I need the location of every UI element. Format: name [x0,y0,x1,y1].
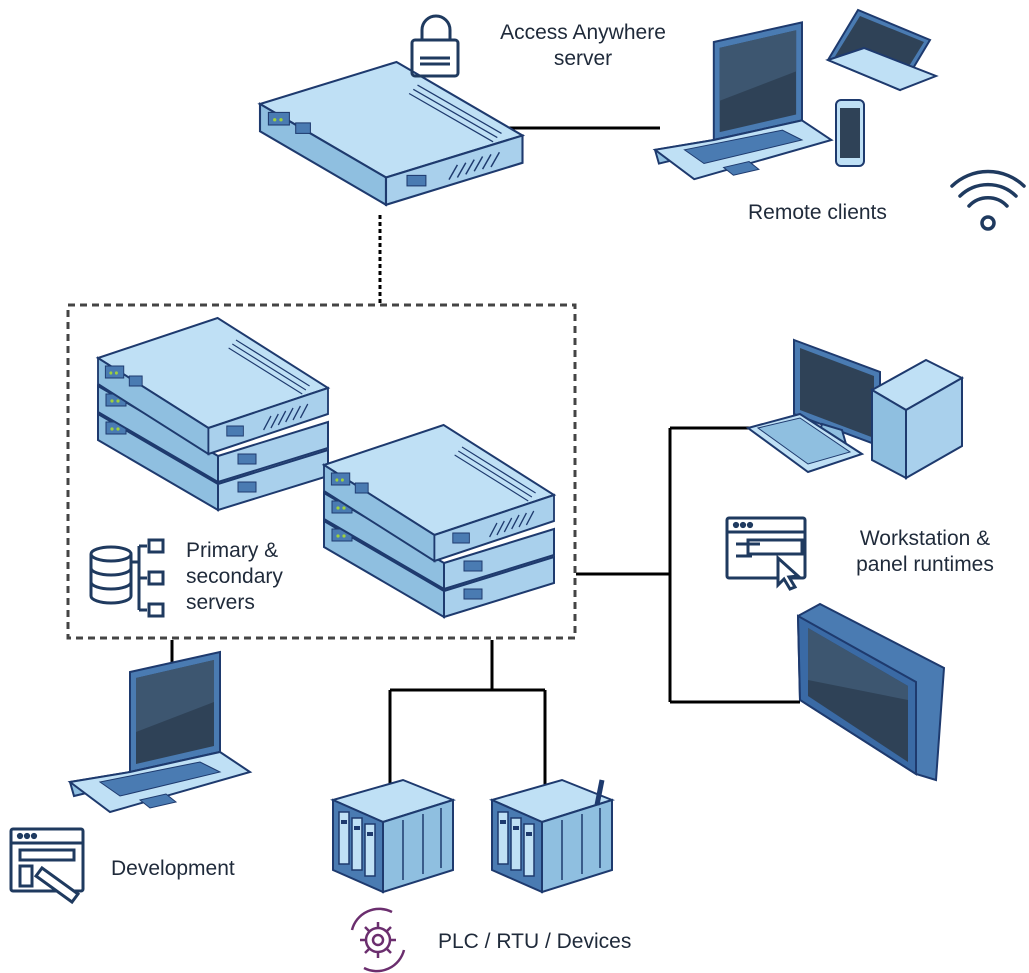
access-anywhere-line-2: server [553,47,613,70]
development-laptop [69,651,251,813]
servers-line-1: Primary & [186,539,279,562]
development-label: Development [111,857,235,880]
workstation-desktop [745,338,965,480]
access-anywhere-server [258,60,524,206]
panel-display [796,602,946,782]
database-icon [89,538,165,618]
access-anywhere-line-1: Access Anywhere [500,21,666,44]
servers-line-2: secondary [186,565,283,588]
plc-rack-2 [491,779,613,893]
plc-rack-1 [332,779,454,893]
remote-clients-label: Remote clients [748,201,887,224]
workstation-label: Workstation & panel runtimes [830,526,1020,578]
plc-label: PLC / RTU / Devices [438,930,632,953]
remote-tablet [825,8,939,92]
browser-cursor-icon [725,516,807,591]
servers-line-3: servers [186,591,255,614]
secondary-server-stack [323,424,555,618]
browser-pen-icon [9,827,85,905]
wifi-icon [950,169,1026,231]
connection-lines [170,126,800,795]
lock-icon [410,14,460,78]
workstation-line-2: panel runtimes [856,553,994,576]
access-anywhere-label: Access Anywhere server [468,20,698,72]
gear-cycle-icon [350,907,406,973]
remote-phone [835,99,865,167]
workstation-line-1: Workstation & [859,527,991,550]
primary-server-stack [97,317,329,511]
servers-label: Primary & secondary servers [186,538,283,616]
server-group-boundary [66,303,577,640]
